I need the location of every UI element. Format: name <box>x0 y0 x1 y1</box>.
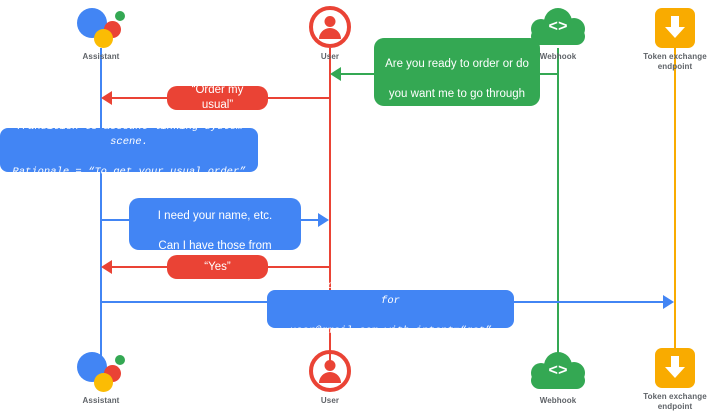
connector-welcome-vertical <box>557 59 559 75</box>
actor-label-assistant: Assistant <box>82 52 120 61</box>
actor-user-bottom[interactable]: User <box>270 348 390 406</box>
actor-label-token-endpoint: Token exchange endpoint <box>643 392 707 411</box>
lifeline-token-endpoint <box>674 48 676 366</box>
actor-assistant-bottom[interactable]: Assistant <box>41 348 161 406</box>
message-bubble-yes: “Yes” <box>167 255 268 279</box>
actor-label-user: User <box>320 52 340 61</box>
actor-label-user: User <box>320 396 340 405</box>
download-box-icon <box>615 344 725 388</box>
message-bubble-order-usual: “Order my usual” <box>167 84 268 111</box>
user-avatar-icon <box>270 4 390 48</box>
cloud-code-icon: <> <box>498 348 618 392</box>
lifeline-user <box>329 48 331 366</box>
user-avatar-icon <box>270 348 390 392</box>
actor-assistant-top[interactable]: Assistant <box>41 4 161 62</box>
message-bubble-need-your-name: “To get your usual order, I need your na… <box>129 180 301 267</box>
download-box-icon <box>615 4 725 48</box>
actor-label-assistant: Assistant <box>82 396 120 405</box>
arrowhead-need-your-name <box>318 213 329 227</box>
actor-label-webhook: Webhook <box>539 52 577 61</box>
actor-token-endpoint-top[interactable]: Token exchange endpoint <box>615 4 725 72</box>
actor-webhook-bottom[interactable]: <> Webhook <box>498 348 618 406</box>
google-assistant-icon <box>41 4 161 48</box>
google-assistant-icon <box>41 348 161 392</box>
message-bubble-welcome: “Welcome to Boba Bonanza! Are you ready … <box>374 13 540 130</box>
actor-label-webhook: Webhook <box>539 396 577 405</box>
note-sends-request: Sends request that contains ID token for… <box>267 280 514 337</box>
actor-token-endpoint-bottom[interactable]: Token exchange endpoint <box>615 344 725 412</box>
arrowhead-yes <box>101 260 112 274</box>
arrowhead-welcome <box>330 67 341 81</box>
lifeline-webhook <box>557 48 559 366</box>
lifeline-assistant <box>100 48 102 366</box>
actor-label-token-endpoint: Token exchange endpoint <box>643 52 707 71</box>
arrowhead-sends-request <box>663 295 674 309</box>
arrowhead-order-usual <box>101 91 112 105</box>
note-transition-account-linking: Transition to account linking system sce… <box>0 121 258 178</box>
cloud-code-icon: <> <box>498 4 618 48</box>
actor-user-top[interactable]: User <box>270 4 390 62</box>
actor-webhook-top[interactable]: <> Webhook <box>498 4 618 62</box>
